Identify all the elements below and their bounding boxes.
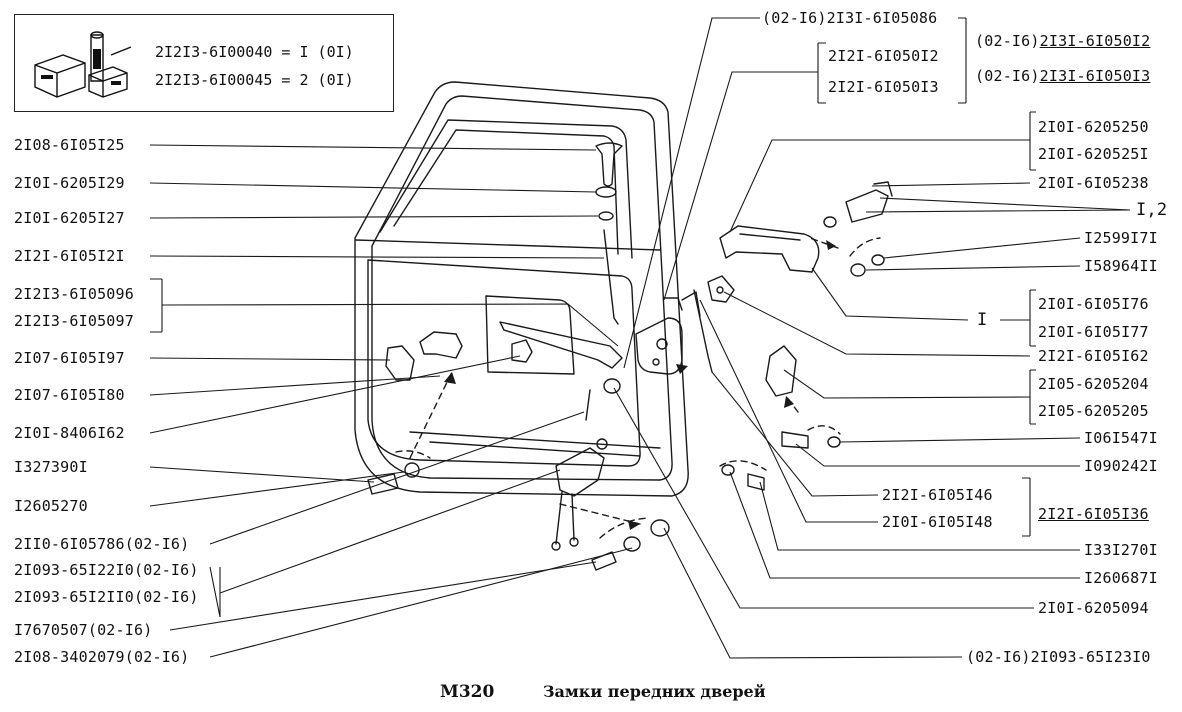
label-right-e: I: [977, 310, 988, 330]
label-top-5-code: 2I3I-6I050I3: [1039, 67, 1151, 85]
label-left-12: 2II0-6I05786(02-I6): [14, 535, 190, 553]
part-button: [595, 142, 623, 187]
label-right-g1b: 2I0I-620525I: [1038, 145, 1149, 163]
label-top-2: 2I2I-6I050I2: [828, 47, 939, 65]
label-left-8: 2I07-6I05I80: [14, 386, 125, 404]
label-right-f: 2I2I-6I05I62: [1038, 347, 1149, 365]
part-screw-left: [367, 462, 420, 495]
figure-title: Замки передних дверей: [543, 682, 766, 701]
part-lock-cylinder: [823, 181, 893, 228]
label-left-9: 2I0I-8406I62: [14, 424, 125, 442]
label-right-m: I260687I: [1084, 569, 1158, 587]
part-outer-handle: [719, 225, 820, 273]
label-left-7: 2I07-6I05I97: [14, 349, 125, 367]
label-right-b: I,2: [1136, 200, 1168, 220]
label-left-13: 2I093-65I22I0(02-I6): [14, 561, 199, 579]
part-striker-plate: [707, 275, 735, 303]
label-top-1: (02-I6)2I3I-6I05086: [762, 9, 938, 27]
label-right-j: 2I0I-6I05I48: [882, 513, 993, 531]
kit-line-1: 2I2I3-6I00040 = I (0I): [155, 43, 354, 61]
label-right-g2b: 2I0I-6I05I77: [1038, 323, 1149, 341]
figure-code: M320: [440, 682, 495, 702]
kit-box: 2I2I3-6I00040 = I (0I) 2I2I3-6I00045 = 2…: [14, 14, 394, 112]
part-screw-striker: [781, 431, 841, 449]
label-left-1: 2I08-6I05I25: [14, 136, 125, 154]
label-left-15: I7670507(02-I6): [14, 621, 153, 639]
label-top-3: 2I2I-6I050I3: [828, 78, 939, 96]
label-right-g2a: 2I0I-6I05I76: [1038, 295, 1149, 313]
door-outline: [354, 81, 689, 497]
label-top-4-code: 2I3I-6I050I2: [1039, 32, 1151, 50]
label-top-5: (02-I6)2I3I-6I050I3: [975, 67, 1150, 85]
label-top-4-prefix: (02-I6): [975, 32, 1040, 50]
label-right-n: 2I0I-6205094: [1038, 599, 1149, 617]
part-bushing: [603, 378, 621, 394]
part-screw-bottom: [591, 519, 670, 571]
part-grommet: [595, 186, 617, 198]
label-left-3: 2I0I-6205I27: [14, 209, 125, 227]
label-right-i: 2I2I-6I05I46: [882, 486, 993, 504]
part-rod-vertical: [603, 229, 619, 325]
part-inner-handle: [419, 331, 463, 359]
label-left-6: 2I2I3-6I05097: [14, 312, 134, 330]
kit-line-2: 2I2I3-6I00045 = 2 (0I): [155, 71, 354, 89]
part-washer: [598, 211, 614, 221]
part-washer-right: [871, 254, 885, 266]
part-striker: [765, 345, 797, 397]
part-rod-inner: [499, 321, 623, 369]
label-right-k: 2I2I-6I05I36: [1038, 505, 1149, 523]
label-right-c: I2599I7I: [1084, 229, 1158, 247]
label-left-4: 2I2I-6I05I2I: [14, 247, 125, 265]
part-clip-left: [385, 345, 415, 381]
label-left-2: 2I0I-6205I29: [14, 174, 125, 192]
part-screw-lower: [747, 473, 765, 491]
label-top-4: (02-I6)2I3I-6I050I2: [975, 32, 1150, 50]
label-right-o: (02-I6)2I093-65I23I0: [966, 648, 1151, 666]
parts-kit-icon: [34, 31, 132, 98]
label-left-5: 2I2I3-6I05096: [14, 285, 134, 303]
label-right-g3a: 2I05-6205204: [1038, 375, 1149, 393]
label-right-g: I06I547I: [1084, 429, 1158, 447]
label-left-10: I327390I: [14, 458, 88, 476]
part-nut-right: [850, 263, 866, 277]
label-right-l: I33I270I: [1084, 541, 1158, 559]
label-right-a: 2I0I-6I05238: [1038, 174, 1149, 192]
label-right-d: I58964II: [1084, 257, 1158, 275]
label-left-11: I2605270: [14, 497, 88, 515]
part-lock-rod-right: [693, 289, 713, 373]
label-right-g1a: 2I0I-6205250: [1038, 118, 1149, 136]
label-left-14: 2I093-65I2II0(02-I6): [14, 588, 199, 606]
part-actuator: [551, 389, 608, 551]
part-washer-lower: [721, 464, 735, 476]
part-lock-mechanism: [635, 291, 701, 375]
part-handle-clip: [511, 339, 533, 363]
label-left-16: 2I08-3402079(02-I6): [14, 648, 190, 666]
label-right-h: I090242I: [1084, 457, 1158, 475]
label-right-g3b: 2I05-6205205: [1038, 402, 1149, 420]
label-top-5-prefix: (02-I6): [975, 67, 1040, 85]
